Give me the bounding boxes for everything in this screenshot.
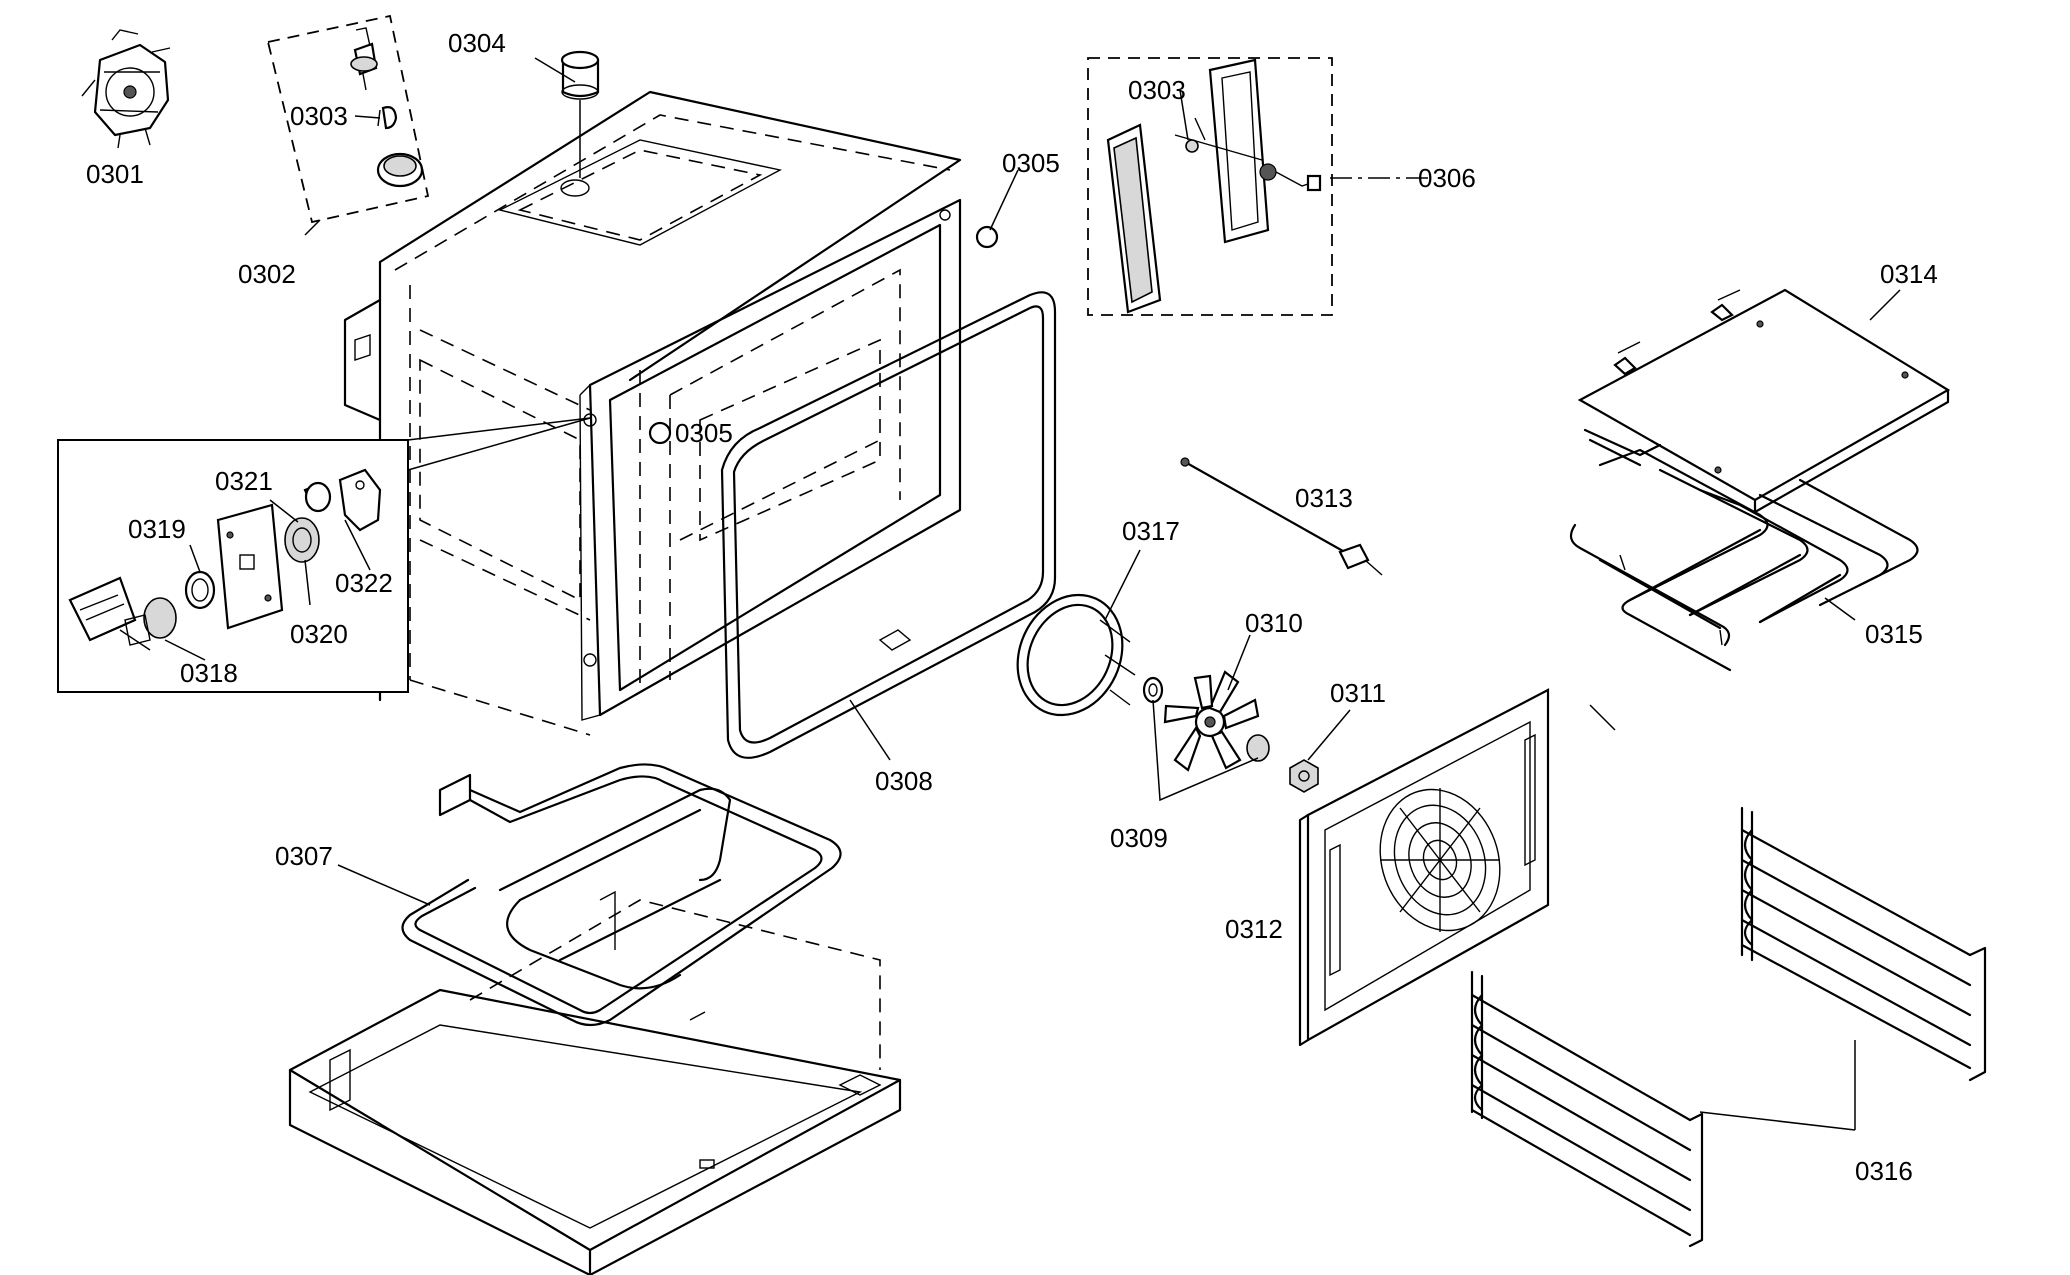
label-0322: 0322 — [335, 568, 393, 598]
label-0321: 0321 — [215, 466, 273, 496]
label-0305-front: 0305 — [675, 418, 733, 448]
label-0307: 0307 — [275, 841, 333, 871]
label-0309: 0309 — [1110, 823, 1168, 853]
label-0305-top: 0305 — [1002, 148, 1060, 178]
label-0313: 0313 — [1295, 483, 1353, 513]
label-0320: 0320 — [290, 619, 348, 649]
part-0313-temperature-sensor — [1180, 457, 1383, 576]
part-0304-cap — [560, 50, 600, 178]
part-0310-fan-blade — [1163, 670, 1260, 772]
part-0311-nut — [1289, 759, 1319, 793]
part-0306-fan-housing — [1087, 57, 1333, 316]
label-0303-light: 0303 — [290, 101, 348, 131]
label-0312: 0312 — [1225, 914, 1283, 944]
label-0316: 0316 — [1855, 1156, 1913, 1186]
part-0307-bake-element — [401, 763, 842, 1027]
part-0309-washers — [1142, 676, 1270, 762]
part-0315-broil-element — [1569, 428, 1919, 672]
part-labels: 0301 0302 0303 0303 0304 0305 0305 0306 … — [86, 28, 1938, 1186]
label-0319: 0319 — [128, 514, 186, 544]
label-0304: 0304 — [448, 28, 506, 58]
part-0316-rack-supports — [1470, 806, 1987, 1248]
part-0312-back-panel — [1298, 688, 1550, 1047]
label-0301: 0301 — [86, 159, 144, 189]
label-0302: 0302 — [238, 259, 296, 289]
part-0314-broil-cover — [1577, 288, 1951, 514]
label-0314: 0314 — [1880, 259, 1938, 289]
oven-bottom-tray — [288, 890, 902, 1275]
leader-lines — [164, 57, 1901, 1131]
label-0303-fan-housing: 0303 — [1128, 75, 1186, 105]
label-0308: 0308 — [875, 766, 933, 796]
label-0317: 0317 — [1122, 516, 1180, 546]
label-0315: 0315 — [1865, 619, 1923, 649]
label-0306: 0306 — [1418, 163, 1476, 193]
part-0308-door-gasket — [720, 291, 1057, 759]
part-0317-convection-element — [1016, 593, 1136, 717]
detail-inset — [57, 417, 591, 693]
part-0301-motor — [81, 29, 171, 149]
label-0310: 0310 — [1245, 608, 1303, 638]
part-0302-light-assembly — [266, 14, 430, 224]
oven-cavity — [343, 90, 999, 736]
label-0318: 0318 — [180, 658, 238, 688]
label-0311: 0311 — [1330, 678, 1386, 708]
